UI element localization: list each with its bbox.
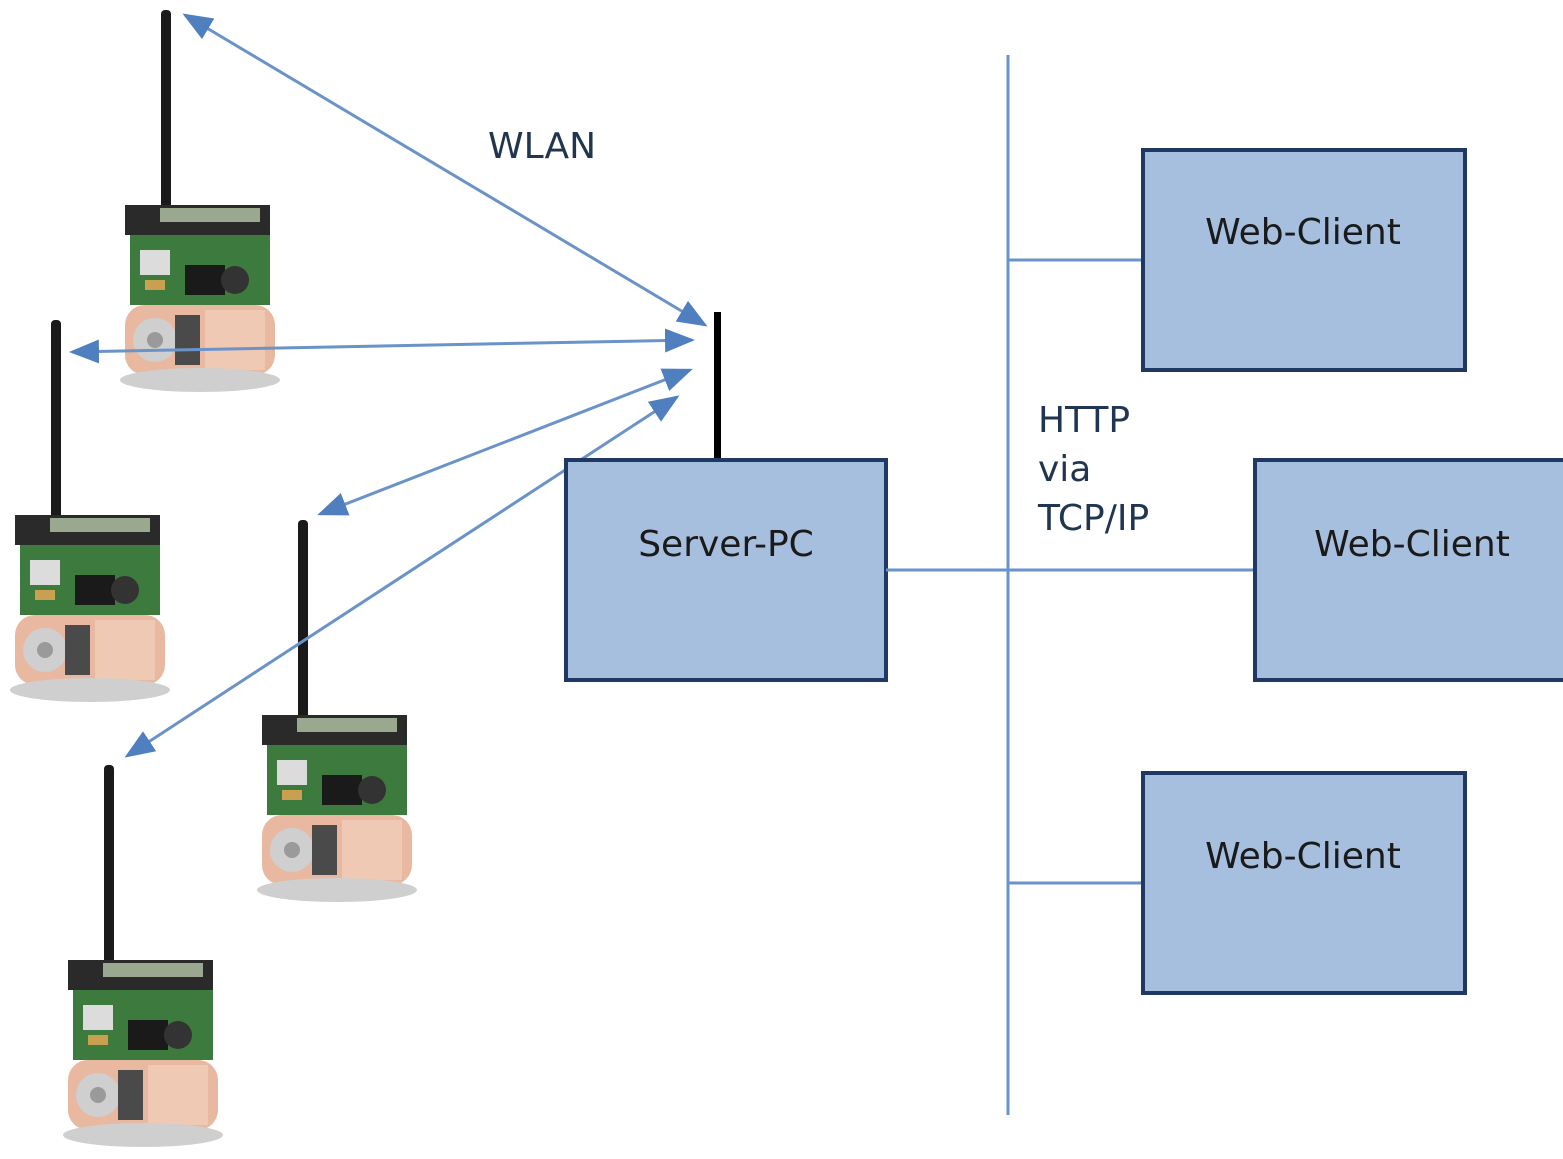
server-pc-label: Server-PC bbox=[638, 524, 814, 565]
network-bus bbox=[886, 55, 1255, 1115]
web-client-2: Web-Client bbox=[1253, 458, 1563, 682]
wlan-link-1 bbox=[182, 13, 708, 327]
wlan-link-2 bbox=[69, 328, 695, 364]
protocol-line-2: via bbox=[1038, 449, 1091, 490]
web-client-2-label: Web-Client bbox=[1314, 524, 1510, 565]
robot-3 bbox=[257, 520, 417, 902]
protocol-label: HTTP via TCP/IP bbox=[1037, 400, 1149, 539]
robot-4 bbox=[63, 765, 223, 1147]
wlan-links bbox=[69, 13, 708, 758]
wlan-label: WLAN bbox=[488, 126, 596, 167]
wlan-link-4 bbox=[124, 395, 680, 758]
web-client-1-label: Web-Client bbox=[1205, 212, 1401, 253]
protocol-line-1: HTTP bbox=[1038, 400, 1130, 441]
web-client-3-label: Web-Client bbox=[1205, 836, 1401, 877]
web-client-1: Web-Client bbox=[1141, 148, 1467, 372]
web-client-3: Web-Client bbox=[1141, 771, 1467, 995]
robot-1 bbox=[120, 10, 280, 392]
protocol-line-3: TCP/IP bbox=[1037, 498, 1149, 539]
server-pc-box: Server-PC bbox=[564, 458, 888, 682]
server-antenna bbox=[714, 312, 721, 462]
